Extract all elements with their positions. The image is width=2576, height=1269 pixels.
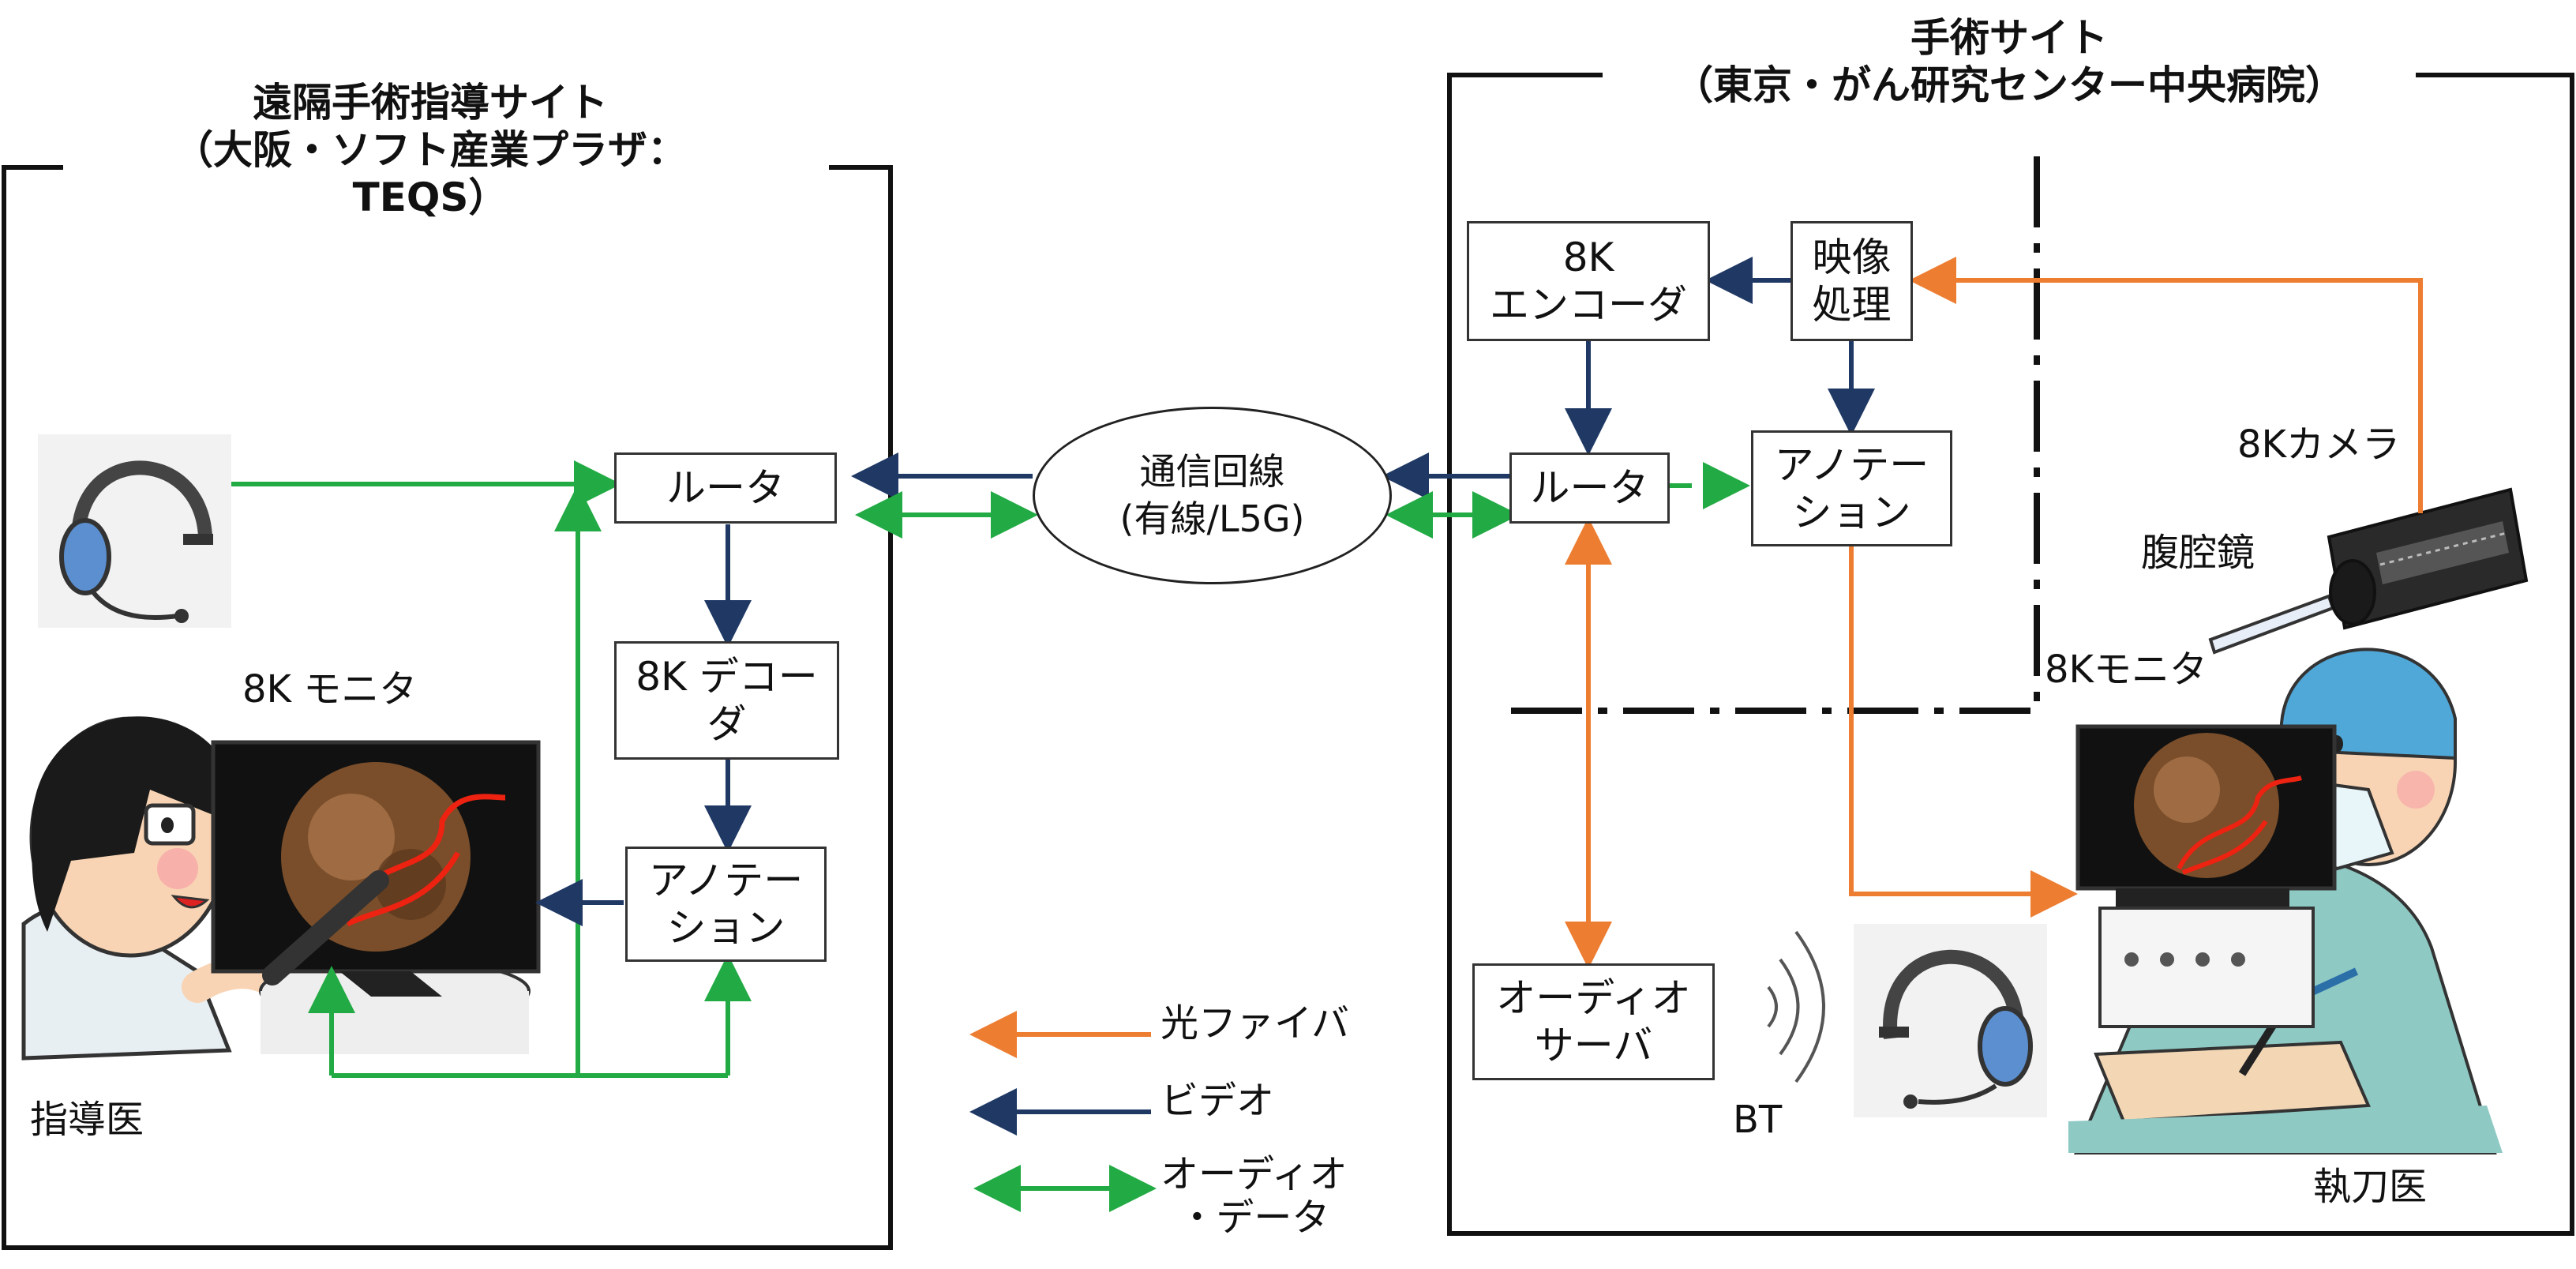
left-doctor-label: 指導医 [30,1098,144,1142]
left-site-frame [2,165,893,1250]
right-video-processing-label: 映像 処理 [1812,235,1892,328]
right-audio-server-box: オーディオ サーバ [1472,963,1715,1080]
left-annotation-label: アノテーション [648,858,804,951]
right-site-title-line2: （東京・がん研究センター中央病院） [1674,62,2345,108]
right-site-title-line1: 手術サイト [1910,15,2108,61]
left-site-title: 遠隔手術指導サイト （大阪・ソフト産業プラザ： TEQS） [134,79,726,221]
left-monitor-label: 8K モニタ [242,667,418,711]
annotation-pen [262,870,389,986]
left-headset-icon [38,434,231,628]
right-video-processing-box: 映像 処理 [1790,221,1913,341]
bluetooth-waves-icon [1767,930,1825,1083]
left-router-label: ルータ [666,465,785,511]
right-bt-label: BT [1733,1098,1783,1142]
left-decoder-box: 8K デコーダ [614,641,839,760]
network-label-line2: (有線/L5G) [1119,497,1305,540]
right-laparoscope-label: 腹腔鏡 [2141,531,2255,575]
right-site-frame [1447,73,2574,1236]
right-camera-label: 8Kカメラ [2237,422,2401,467]
right-encoder-box: 8K エンコーダ [1467,221,1710,341]
legend-video-label: ビデオ [1161,1079,1275,1123]
inner-boundary-dashdot [1496,156,2040,714]
left-8k-monitor-icon [211,740,541,997]
left-site-title-line3: TEQS） [352,175,508,220]
right-audio-server-label: オーディオ サーバ [1496,975,1691,1068]
left-router-box: ルータ [614,452,837,524]
left-annotation-box: アノテーション [625,847,827,962]
right-router-label: ルータ [1530,465,1649,511]
right-encoder-label: 8K エンコーダ [1490,235,1687,328]
right-router-box: ルータ [1509,452,1670,524]
right-monitor-label: 8Kモニタ [2045,648,2208,692]
right-headset-icon [1854,924,2047,1117]
network-label-line1: 通信回線 [1139,449,1285,493]
right-site-title: 手術サイト （東京・がん研究センター中央病院） [1610,14,2408,109]
left-site-title-line2: （大阪・ソフト産業プラザ： [174,127,687,173]
right-8k-monitor-icon [2075,724,2337,1028]
right-annotation-box: アノテー ション [1751,430,1952,546]
left-decoder-label: 8K デコーダ [636,654,818,747]
legend-audio-label: オーディオ ・データ [1161,1152,1348,1241]
network-ellipse: 通信回線 (有線/L5G) [1033,407,1392,584]
right-surgeon-label: 執刀医 [2313,1165,2428,1209]
right-annotation-label: アノテー ション [1774,441,1929,535]
legend-fiber-label: 光ファイバ [1161,1001,1350,1046]
right-8k-camera-icon [2208,487,2529,655]
left-site-title-line1: 遠隔手術指導サイト [253,80,608,126]
